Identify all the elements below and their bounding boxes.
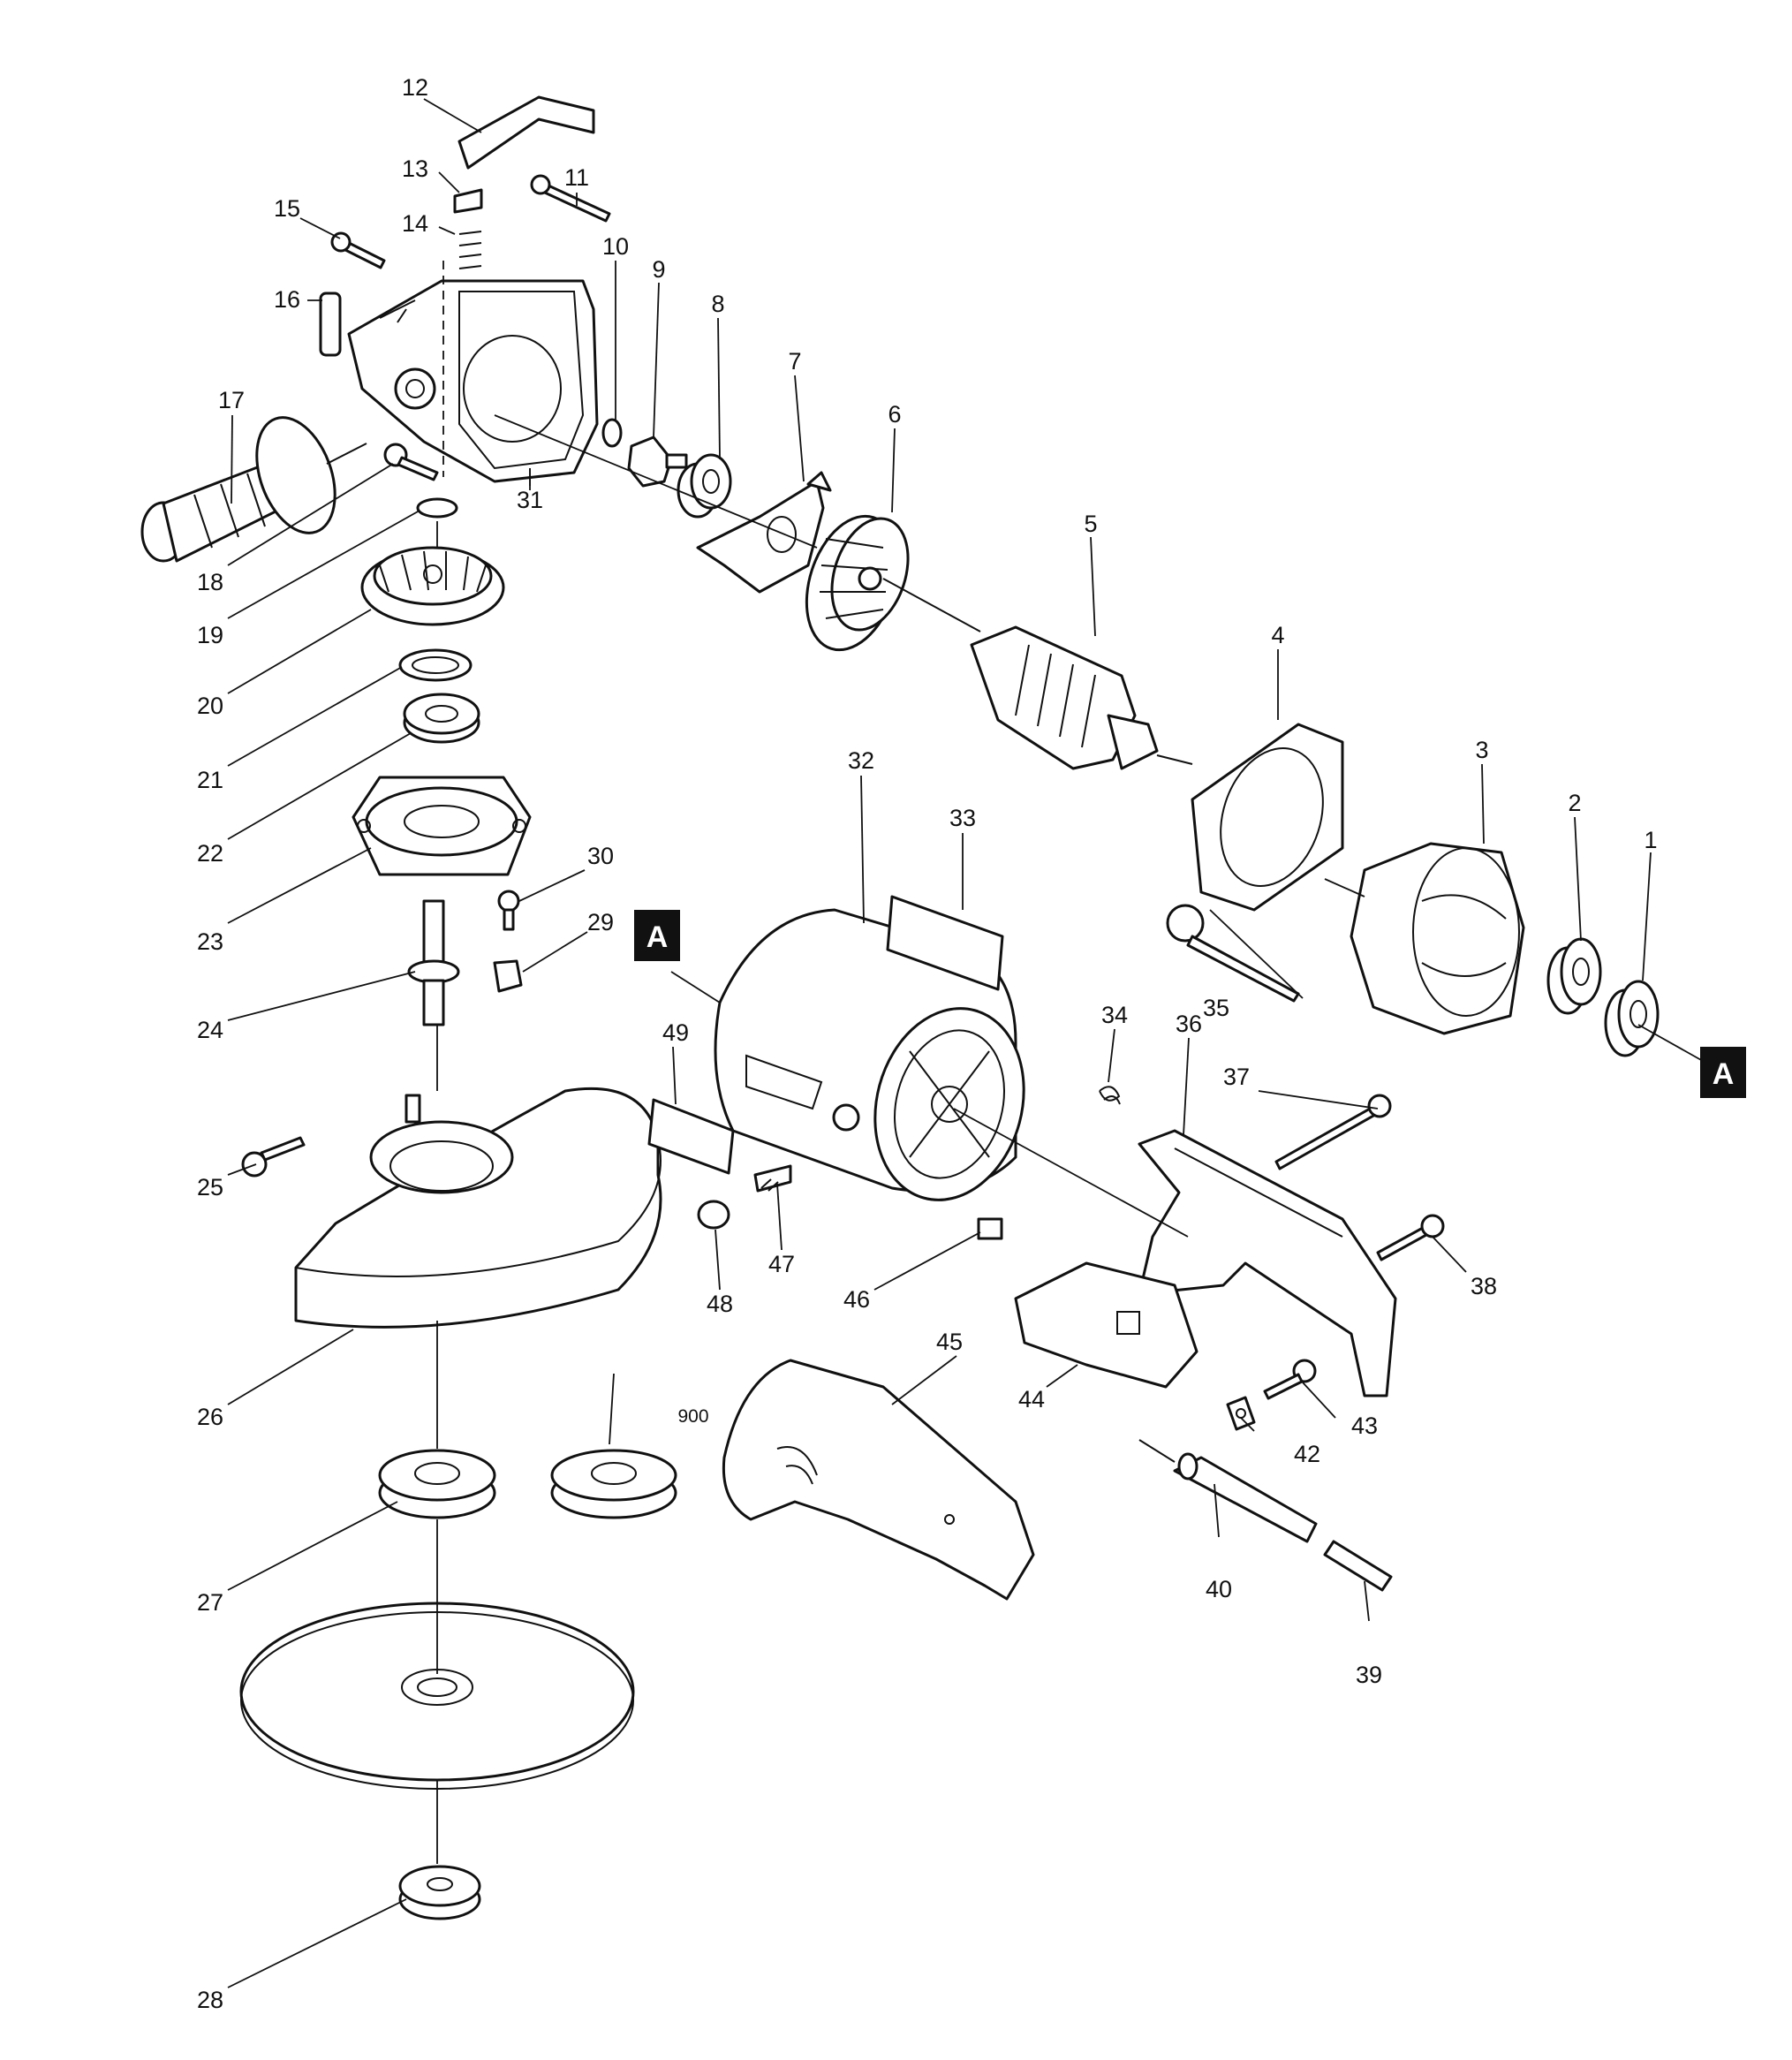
- label-plate: [647, 1098, 735, 1175]
- callout-21: 21: [197, 767, 223, 793]
- cord-guard: [1173, 1452, 1318, 1543]
- spiral-pinion: [627, 435, 688, 488]
- callout-15: 15: [274, 195, 300, 222]
- field-stator: [1350, 842, 1525, 1035]
- callout-36: 36: [1176, 1011, 1202, 1037]
- name-plate: [886, 895, 1004, 991]
- callout-24: 24: [197, 1017, 223, 1043]
- spring-part: [458, 231, 482, 269]
- ring-part: [398, 648, 473, 682]
- callout-11: 11: [564, 164, 589, 191]
- callout-1: 1: [1644, 827, 1657, 853]
- washer-part: [601, 418, 623, 448]
- callout-46: 46: [843, 1286, 870, 1313]
- torsion-spring: [1099, 1086, 1121, 1105]
- optional-flange: [550, 1449, 677, 1519]
- callout-25: 25: [197, 1174, 223, 1200]
- lock-nut: [398, 1865, 481, 1920]
- key-part: [493, 959, 523, 993]
- bevel-gear: [360, 546, 505, 626]
- callout-19: 19: [197, 622, 223, 648]
- callout-14: 14: [402, 210, 428, 237]
- callout-numbers: 1 2 3 4 5 6 7 8 9 10 11 12 13 14 15 16 1…: [197, 74, 1658, 2013]
- callout-8: 8: [711, 291, 724, 317]
- callout-6: 6: [888, 401, 901, 428]
- connector-a-right: A: [1700, 1047, 1746, 1098]
- noise-suppressor: [977, 1217, 1003, 1240]
- handle-cover: [1138, 1129, 1397, 1397]
- inner-flange: [378, 1449, 496, 1519]
- carbon-brush: [753, 1164, 792, 1193]
- ball-bearing-part: [1604, 980, 1660, 1057]
- svg-text:A: A: [646, 920, 669, 954]
- callout-42: 42: [1294, 1441, 1320, 1467]
- callout-45: 45: [936, 1329, 963, 1355]
- callout-16: 16: [274, 286, 300, 313]
- cooling-fan: [805, 514, 910, 652]
- screw-part: [497, 890, 520, 913]
- ball-bearing-part: [1546, 937, 1602, 1015]
- callout-38: 38: [1471, 1273, 1497, 1299]
- callout-5: 5: [1084, 511, 1097, 537]
- screw-part: [1166, 904, 1205, 943]
- callout-20: 20: [197, 693, 223, 719]
- callout-39: 39: [1356, 1662, 1382, 1688]
- power-cord: [1138, 1439, 1393, 1592]
- baffle-plate: [696, 471, 832, 594]
- callout-7: 7: [788, 348, 801, 375]
- callout-35: 35: [1203, 995, 1229, 1021]
- bearing-box: [352, 776, 532, 876]
- connector-a-left: A: [634, 910, 680, 961]
- callout-12: 12: [402, 74, 428, 101]
- callout-48: 48: [707, 1291, 733, 1317]
- motor-housing: [714, 908, 1025, 1201]
- callout-32: 32: [848, 747, 874, 774]
- brush-holder-cap: [697, 1200, 730, 1230]
- side-grip: [140, 416, 367, 563]
- callout-4: 4: [1271, 622, 1284, 648]
- wheel-guard: [294, 1087, 662, 1329]
- callout-40: 40: [1206, 1576, 1232, 1602]
- callout-2: 2: [1568, 790, 1581, 816]
- callout-9: 9: [652, 256, 665, 283]
- callout-31: 31: [517, 487, 543, 513]
- callout-37: 37: [1223, 1064, 1250, 1090]
- leader-lines: [227, 98, 1652, 1988]
- switch-part: [1014, 1261, 1198, 1389]
- callout-30: 30: [587, 843, 614, 869]
- callout-49: 49: [662, 1019, 689, 1046]
- pin-part: [319, 292, 342, 357]
- callout-17: 17: [218, 387, 245, 413]
- callout-10: 10: [602, 233, 629, 260]
- callout-18: 18: [197, 569, 223, 595]
- callout-23: 23: [197, 928, 223, 955]
- callout-44: 44: [1018, 1386, 1045, 1412]
- callout-26: 26: [197, 1404, 223, 1430]
- callout-28: 28: [197, 1987, 223, 2013]
- callout-43: 43: [1351, 1412, 1378, 1439]
- callout-34: 34: [1101, 1002, 1128, 1028]
- callout-13: 13: [402, 155, 428, 182]
- strain-relief: [1226, 1396, 1256, 1431]
- callout-29: 29: [587, 909, 614, 935]
- screw-part: [1274, 1102, 1383, 1170]
- insulation-ring: [1191, 723, 1344, 912]
- callout-22: 22: [197, 840, 223, 867]
- ball-bearing-part: [403, 693, 480, 744]
- callout-47: 47: [768, 1251, 795, 1277]
- spindle-part: [407, 899, 460, 1026]
- callout-900: 900: [677, 1406, 708, 1427]
- callout-27: 27: [197, 1589, 223, 1616]
- svg-text:A: A: [1713, 1057, 1735, 1091]
- assembly-axis-lines: [436, 261, 1710, 1864]
- cap-part: [453, 188, 483, 214]
- callout-33: 33: [949, 805, 976, 831]
- rear-handle: [722, 1359, 1035, 1601]
- armature: [882, 578, 1193, 770]
- callout-3: 3: [1475, 737, 1488, 763]
- cover-part: [457, 95, 595, 170]
- retaining-ring-part: [416, 497, 458, 519]
